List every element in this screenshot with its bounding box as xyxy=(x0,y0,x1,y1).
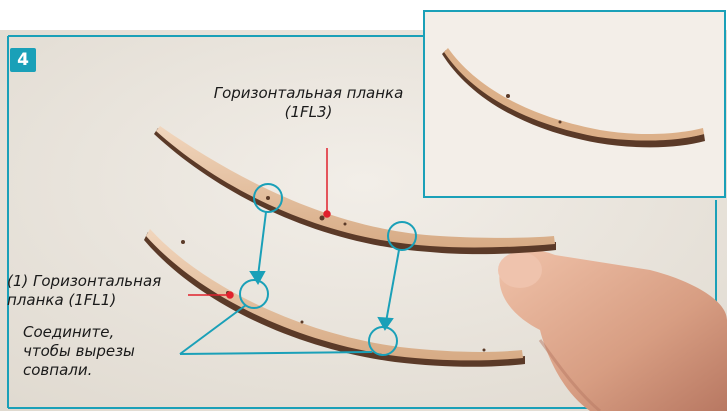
label-1fl1-line-2: планка (1FL1) xyxy=(7,291,217,310)
inset-photo xyxy=(424,11,725,197)
instruction-text: Соедините, чтобы вырезы совпали. xyxy=(23,323,183,380)
label-1fl3: Горизонтальная планка (1FL3) xyxy=(186,84,431,122)
instruction-line-1: Соедините, xyxy=(23,323,183,342)
pointer-dot-1fl1 xyxy=(227,292,233,298)
label-1fl1: (1) Горизонтальная планка (1FL1) xyxy=(7,272,217,310)
instruction-line-3: совпали. xyxy=(23,361,183,380)
label-1fl3-line-2: (1FL3) xyxy=(186,103,431,122)
pointer-dot-1fl3 xyxy=(324,211,330,217)
label-1fl1-line-1: (1) Горизонтальная xyxy=(7,272,217,291)
step-number-badge: 4 xyxy=(10,48,36,72)
label-1fl3-line-1: Горизонтальная планка xyxy=(186,84,431,103)
instruction-line-2: чтобы вырезы xyxy=(23,342,183,361)
